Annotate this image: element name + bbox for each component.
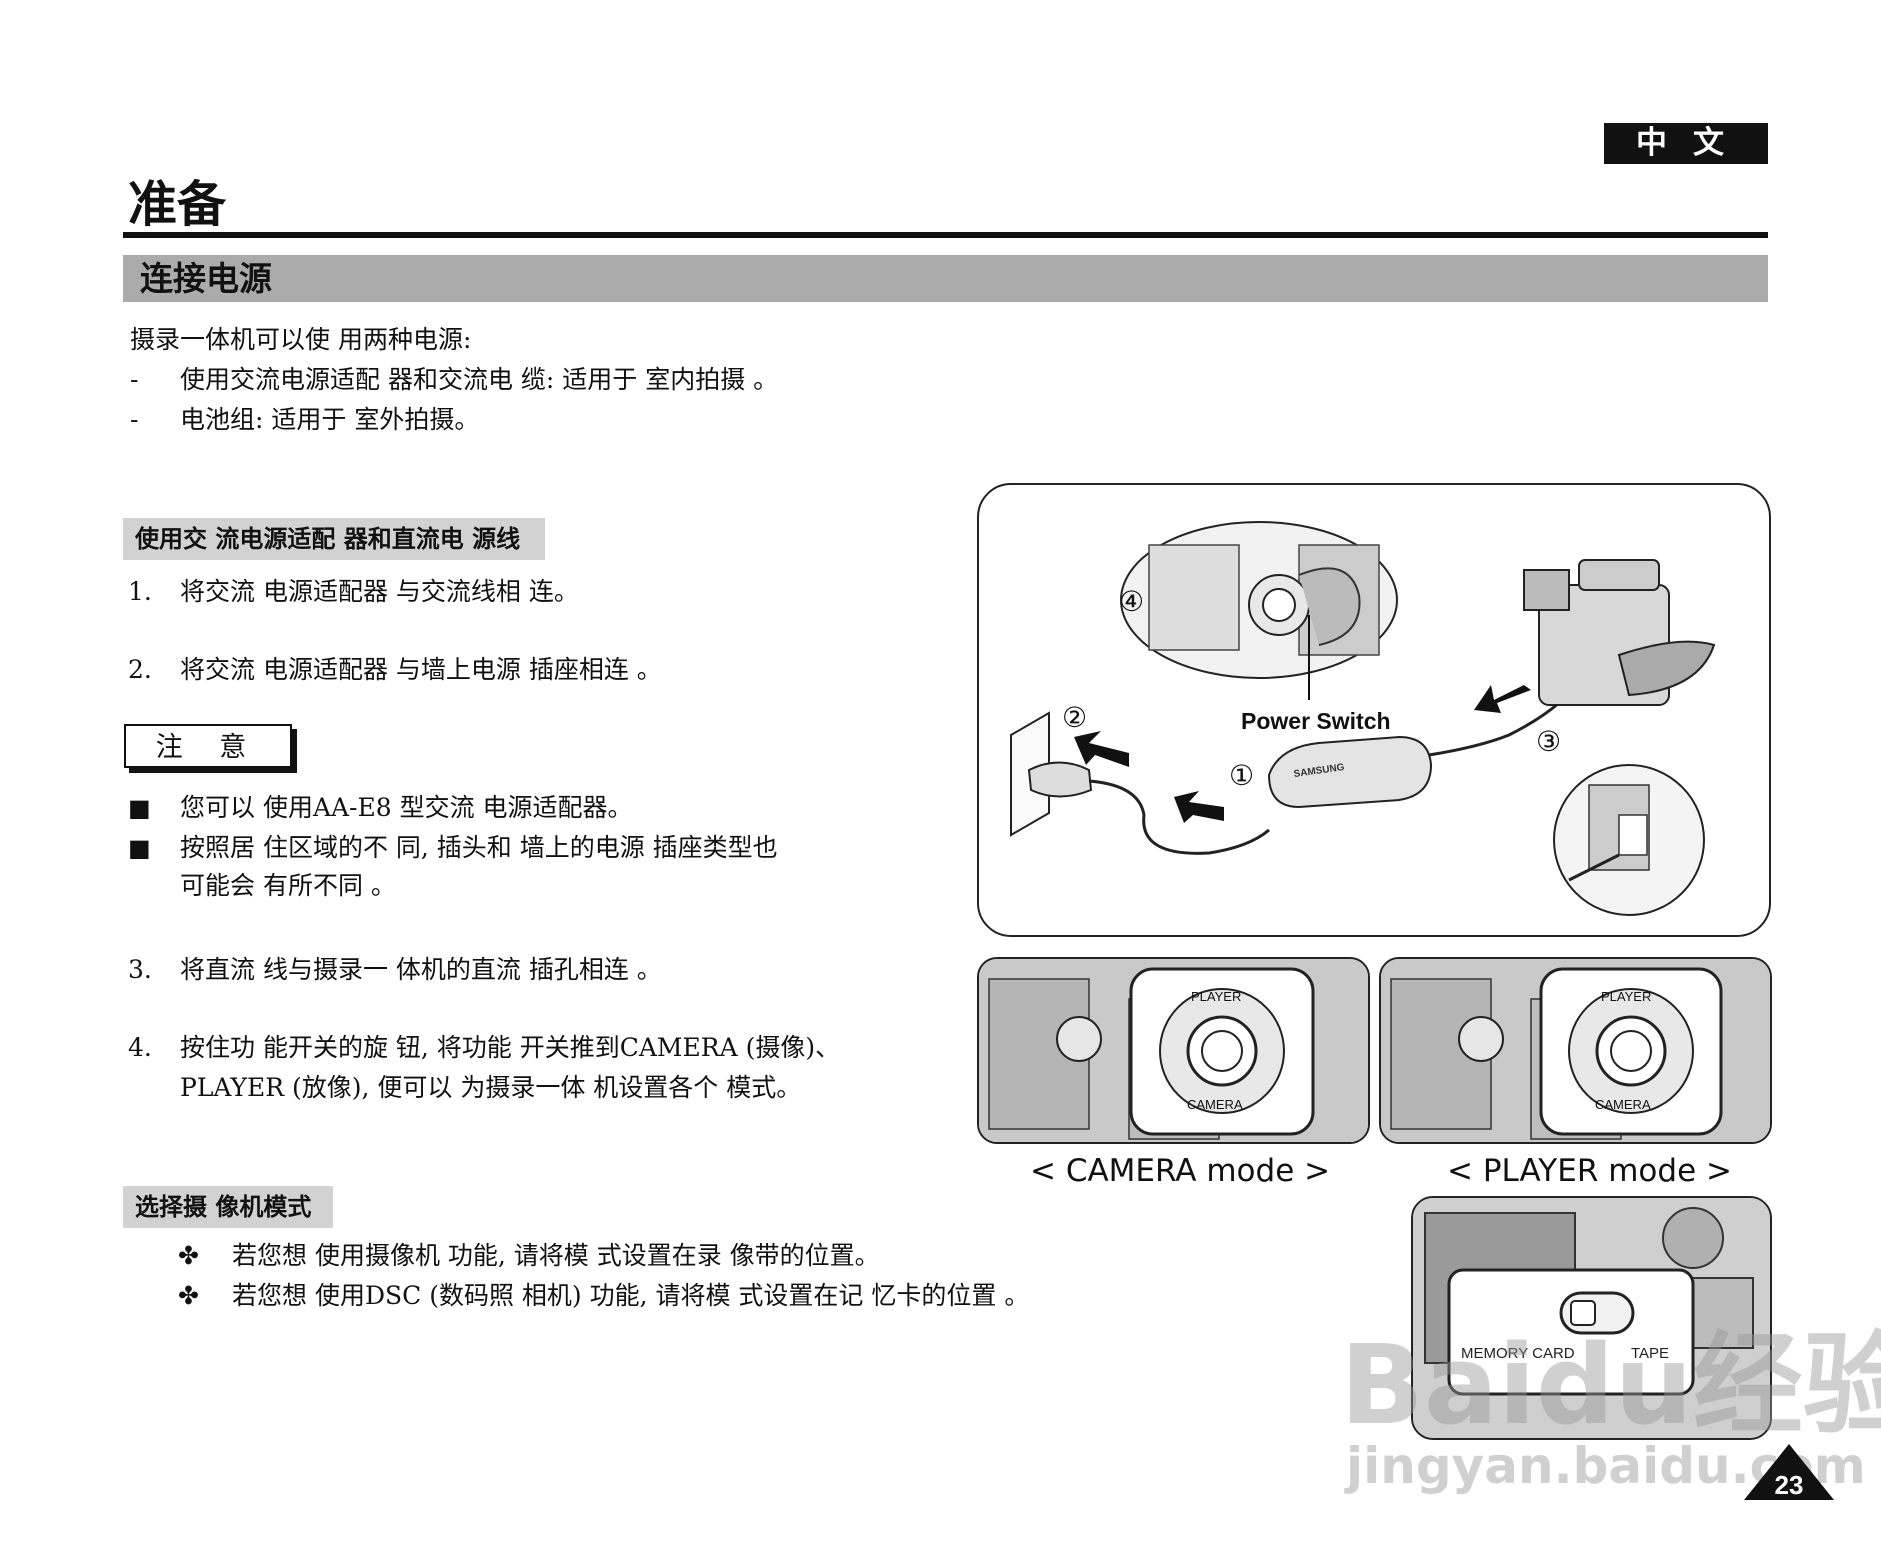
mode-bullet: ✤	[178, 1281, 199, 1310]
step-number: 2.	[128, 655, 152, 684]
intro-item: 使用交流电源适配 器和交流电 缆: 适用于 室内拍摄 。	[180, 365, 779, 394]
player-mode-caption: < PLAYER mode >	[1447, 1153, 1732, 1189]
intro-line: 摄录一体机可以使 用两种电源:	[130, 325, 472, 354]
adapter-heading: 使用交 流电源适配 器和直流电 源线	[123, 518, 545, 560]
mode-heading: 选择摄 像机模式	[123, 1186, 333, 1228]
camera-mode-figure: PLAYER CAMERA	[977, 957, 1370, 1144]
section-bar	[123, 255, 1768, 302]
dial-player-label: PLAYER	[1191, 989, 1241, 1004]
step-text: 将直流 线与摄录一 体机的直流 插孔相连 。	[180, 955, 662, 984]
note-label: 注 意	[124, 724, 292, 768]
note-bullet: ■	[128, 794, 151, 822]
ac-adapter	[1267, 735, 1433, 809]
intro-item-mark: -	[130, 405, 139, 434]
camera-mode-caption: < CAMERA mode >	[1030, 1153, 1331, 1189]
page-title: 准备	[128, 176, 227, 233]
arrow	[1474, 685, 1531, 713]
step-text: 将交流 电源适配器 与交流线相 连。	[180, 577, 579, 606]
note-text: 您可以 使用AA-E8 型交流 电源适配器。	[180, 793, 633, 822]
step-number: 4.	[128, 1033, 152, 1062]
marker-4: ④	[1119, 585, 1144, 618]
step-number: 3.	[128, 955, 152, 984]
note-bullet: ■	[128, 834, 151, 862]
section-title: 连接电源	[140, 259, 272, 298]
media-switch-illustration: MEMORY CARD TAPE	[1413, 1198, 1770, 1438]
dc-cord	[1428, 701, 1560, 757]
player-mode-illustration: PLAYER CAMERA	[1381, 959, 1770, 1142]
media-switch-figure: MEMORY CARD TAPE	[1411, 1196, 1772, 1440]
step-text: 将交流 电源适配器 与墙上电源 插座相连 。	[180, 655, 662, 684]
mode-text: 若您想 使用DSC (数码照 相机) 功能, 请将模 式设置在记 忆卡的位置 。	[232, 1281, 1030, 1310]
step-number: 1.	[128, 577, 152, 606]
dial-camera-label: CAMERA	[1187, 1097, 1243, 1112]
arrow	[1174, 791, 1224, 823]
dial-player-label: PLAYER	[1601, 989, 1651, 1004]
memory-card-label: MEMORY CARD	[1461, 1345, 1575, 1362]
marker-2: ②	[1062, 701, 1087, 734]
step-text: 按住功 能开关的旋 钮, 将功能 开关推到CAMERA (摄像)、	[180, 1033, 841, 1062]
plug	[1027, 761, 1093, 798]
camera-mode-illustration: PLAYER CAMERA	[979, 959, 1368, 1142]
power-connection-figure: Power Switch ④ ② ① ③ SAMSUNG	[977, 483, 1771, 937]
step-text: PLAYER (放像), 便可以 为摄录一体 机设置各个 模式。	[180, 1073, 802, 1102]
watermark: Baidu经验	[1340, 1321, 1881, 1449]
power-switch-label: Power Switch	[1241, 708, 1391, 734]
player-mode-figure: PLAYER CAMERA	[1379, 957, 1772, 1144]
page-number-badge: 23	[1744, 1444, 1834, 1500]
mode-bullet: ✤	[178, 1241, 199, 1270]
note-text: 可能会 有所不同 。	[180, 871, 396, 900]
language-tab: 中文	[1604, 123, 1768, 164]
mode-text: 若您想 使用摄像机 功能, 请将模 式设置在录 像带的位置。	[232, 1241, 880, 1270]
marker-3: ③	[1536, 725, 1561, 758]
page-number-triangle: 23	[1744, 1444, 1834, 1500]
title-rule	[123, 232, 1768, 238]
intro-item-mark: -	[130, 365, 139, 394]
page-number: 23	[1775, 1470, 1804, 1500]
arrow	[1074, 731, 1129, 767]
marker-1: ①	[1229, 759, 1254, 792]
note-text: 按照居 住区域的不 同, 插头和 墙上的电源 插座类型也	[180, 833, 778, 862]
dial-camera-label: CAMERA	[1595, 1097, 1651, 1112]
tape-label: TAPE	[1631, 1345, 1669, 1362]
intro-item: 电池组: 适用于 室外拍摄。	[180, 405, 480, 434]
ac-cord	[1088, 779, 1270, 855]
power-connection-illustration: Power Switch ④ ② ① ③ SAMSUNG	[1010, 521, 1716, 916]
